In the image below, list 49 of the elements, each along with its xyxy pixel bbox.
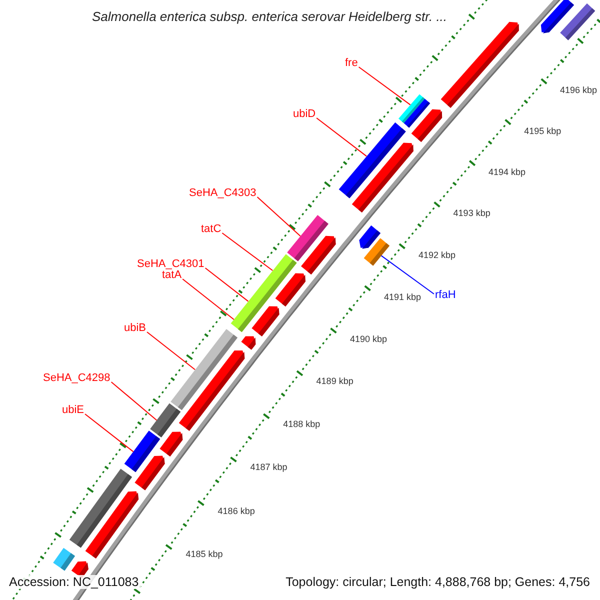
pointed-gene-block xyxy=(252,306,280,336)
leader-line xyxy=(110,382,158,421)
leader-line xyxy=(182,278,234,320)
position-label: 4194 kbp xyxy=(488,166,526,177)
pointed-gene-block xyxy=(440,22,519,108)
gene-label: fre xyxy=(345,57,358,69)
pointed-gene-block xyxy=(301,236,336,274)
pointed-gene-block xyxy=(134,456,165,490)
position-label: 4188 kbp xyxy=(283,419,320,429)
leader-line xyxy=(204,268,249,302)
leader-line xyxy=(146,332,196,370)
gene-block xyxy=(53,548,75,571)
position-label: 4190 kbp xyxy=(350,334,388,344)
pointed-gene-block xyxy=(85,491,139,558)
leader-line xyxy=(84,414,134,452)
map-title: Salmonella enterica subsp. enterica serovar Heidelberg str. ... xyxy=(92,9,448,24)
pointed-gene-block xyxy=(241,336,256,350)
leader-line xyxy=(222,232,274,271)
position-label: 4191 kbp xyxy=(384,292,422,302)
gene-block xyxy=(364,238,390,266)
position-label: 4186 kbp xyxy=(218,506,255,516)
pointed-gene-block xyxy=(540,0,574,34)
gene-label: ubiD xyxy=(293,108,316,120)
pointed-gene-block xyxy=(160,432,183,456)
pointed-gene-block xyxy=(178,350,245,431)
gene-label: SeHA_C4301 xyxy=(137,258,204,270)
position-label: 4196 kbp xyxy=(560,85,598,96)
position-label: 4185 kbp xyxy=(186,549,223,560)
position-label: 4192 kbp xyxy=(418,250,456,260)
gene-label: SeHA_C4303 xyxy=(189,187,256,199)
leader-line xyxy=(316,118,367,157)
position-label: 4195 kbp xyxy=(524,126,562,136)
accession-text: Accession: NC_011083 xyxy=(7,575,141,589)
gene-label: ubiE xyxy=(62,404,84,416)
gene-label: ubiB xyxy=(124,322,146,334)
pointed-gene-block xyxy=(411,109,442,142)
gene-label: tatA xyxy=(162,269,182,281)
position-label: 4189 kbp xyxy=(316,376,354,386)
genome-info-text: Topology: circular; Length: 4,888,768 bp; Genes: 4,756 xyxy=(284,575,592,589)
gene-label: SeHA_C4298 xyxy=(43,372,110,384)
leader-line xyxy=(380,255,434,294)
leader-line xyxy=(256,196,301,237)
gene-label: rfaH xyxy=(435,289,456,301)
leader-line xyxy=(358,66,411,106)
position-label: 4193 kbp xyxy=(453,208,490,218)
pointed-gene-block xyxy=(275,273,306,306)
gene-label: tatC xyxy=(201,223,222,235)
pointed-gene-block xyxy=(352,142,414,212)
position-label: 4187 kbp xyxy=(250,462,288,472)
